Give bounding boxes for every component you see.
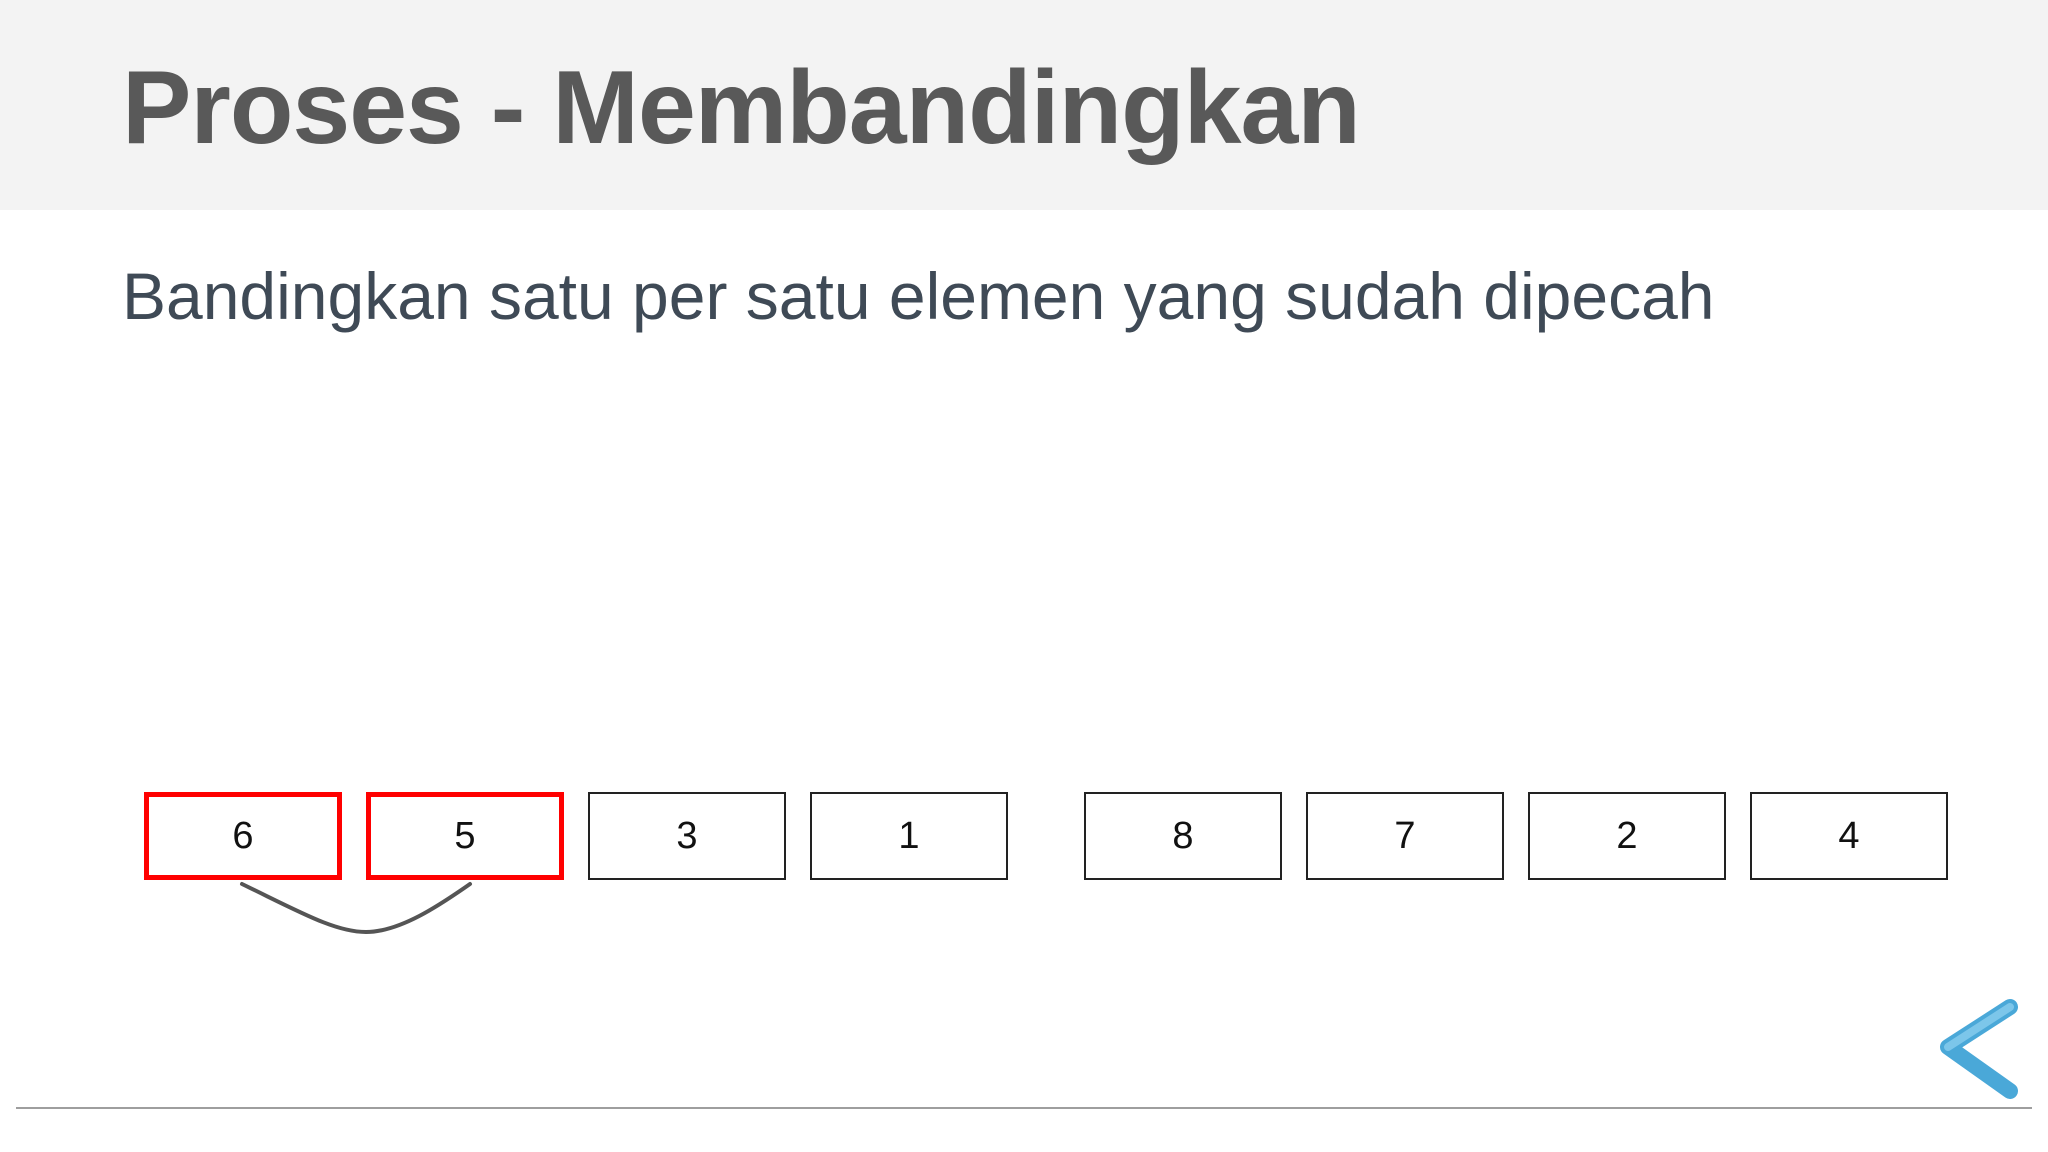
slide-title: Proses - Membandingkan <box>122 50 1361 166</box>
footer-divider <box>16 1107 2032 1109</box>
array-element-3: 3 <box>588 792 786 880</box>
array-element-8: 4 <box>1750 792 1948 880</box>
array-element-2: 5 <box>366 792 564 880</box>
array-element-4: 1 <box>810 792 1008 880</box>
array-element-5: 8 <box>1084 792 1282 880</box>
array-element-7: 2 <box>1528 792 1726 880</box>
title-band <box>0 0 2048 210</box>
array-element-1: 6 <box>144 792 342 880</box>
k-arrow-logo-icon <box>1940 999 2018 1099</box>
array-element-6: 7 <box>1306 792 1504 880</box>
slide-subtitle: Bandingkan satu per satu elemen yang sud… <box>122 259 1715 333</box>
